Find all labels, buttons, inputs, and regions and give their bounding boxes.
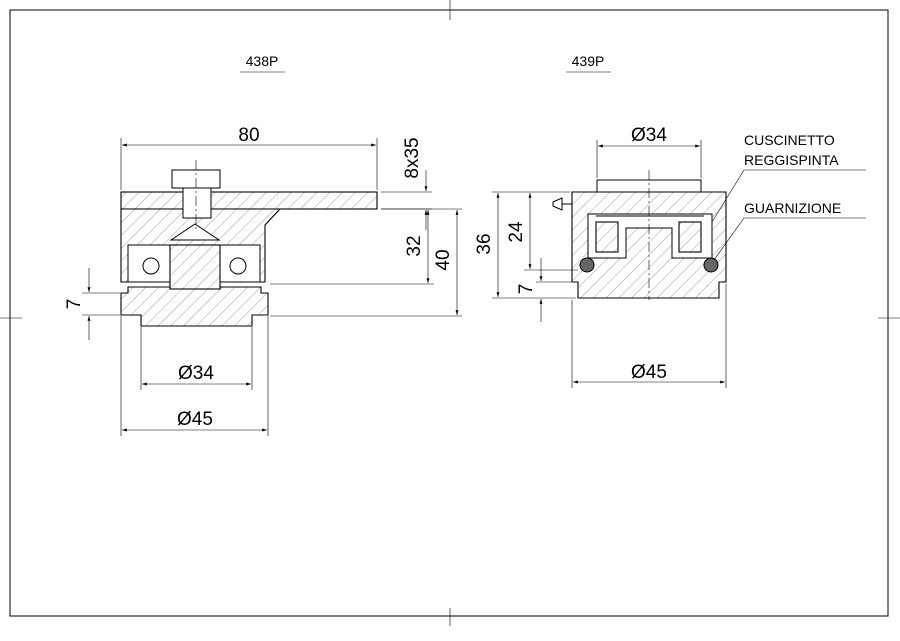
svg-text:Ø34: Ø34 bbox=[178, 363, 214, 384]
svg-text:7: 7 bbox=[516, 284, 537, 295]
dim-dia45-439p: Ø45 bbox=[571, 284, 727, 388]
part-438p bbox=[120, 160, 378, 327]
dim-8x35: 8x35 bbox=[381, 137, 432, 230]
dim-7-439p: 7 bbox=[516, 258, 571, 322]
callout-bearing: CUSCINETTO REGGISPINTA bbox=[711, 132, 866, 223]
svg-text:Ø34: Ø34 bbox=[631, 125, 667, 146]
dim-24: 24 bbox=[506, 193, 578, 271]
view-title-439p: 439P bbox=[566, 53, 611, 73]
svg-text:CUSCINETTO: CUSCINETTO bbox=[744, 132, 835, 148]
svg-text:7: 7 bbox=[64, 299, 85, 310]
svg-text:8x35: 8x35 bbox=[402, 137, 423, 178]
dim-80: 80 bbox=[120, 125, 378, 190]
dim-36: 36 bbox=[474, 191, 576, 299]
callout-seal: GUARNIZIONE bbox=[713, 200, 866, 261]
dim-7-438p: 7 bbox=[64, 268, 120, 340]
dim-dia34-439p: Ø34 bbox=[596, 125, 702, 178]
svg-text:GUARNIZIONE: GUARNIZIONE bbox=[744, 200, 841, 216]
dim-32: 32 bbox=[270, 210, 434, 285]
svg-text:438P: 438P bbox=[246, 53, 279, 69]
sheet-frame bbox=[0, 0, 900, 626]
svg-text:REGGISPINTA: REGGISPINTA bbox=[744, 152, 839, 168]
svg-text:439P: 439P bbox=[572, 53, 605, 69]
svg-text:40: 40 bbox=[433, 249, 454, 270]
svg-text:32: 32 bbox=[404, 235, 425, 256]
svg-text:24: 24 bbox=[506, 221, 527, 243]
dim-dia45-438p: Ø45 bbox=[120, 316, 269, 436]
part-439p bbox=[552, 170, 727, 300]
dim-40: 40 bbox=[270, 208, 462, 317]
svg-text:80: 80 bbox=[238, 125, 259, 146]
svg-text:Ø45: Ø45 bbox=[631, 362, 667, 383]
svg-text:Ø45: Ø45 bbox=[177, 409, 213, 430]
view-title-438p: 438P bbox=[240, 53, 285, 73]
dim-dia34-438p: Ø34 bbox=[140, 327, 253, 390]
svg-text:36: 36 bbox=[474, 233, 495, 254]
